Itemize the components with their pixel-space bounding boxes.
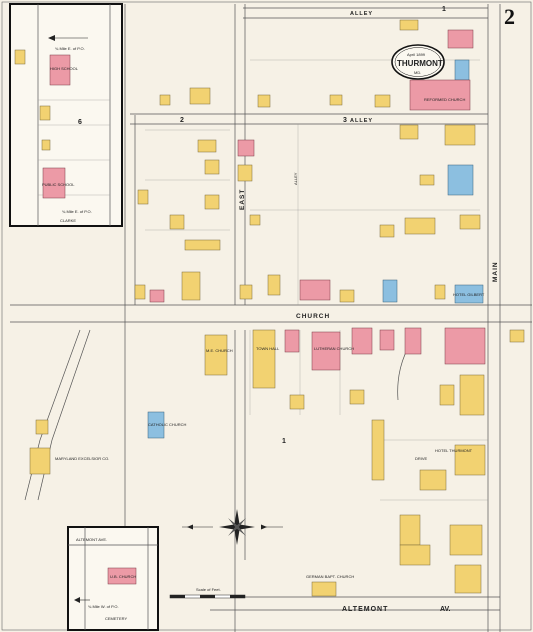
lutheran-church-label: LUTHERAN CHURCH [314,346,354,351]
inset-top-left: HIGH SCHOOL PUBLIC SCHOOL ¾ Mile E. of P… [9,3,123,227]
inset-top-distance: ¾ Mile E. of P.O. [55,46,85,51]
town-hall-building [252,329,276,389]
hotel-gilbert-label: HOTEL GILBERT [453,292,485,297]
ub-church-building [107,567,137,585]
block-number-1-lower: 1 [282,438,286,445]
block-number-2: 2 [180,117,184,124]
block-number-3: 3 [343,117,347,124]
german-baptist-building [311,581,337,597]
catholic-church-label: CATHOLIC CHURCH [148,422,186,427]
street-east: EAST [239,189,246,210]
buildings-layer [29,19,525,597]
scale-label: Scale of Feet. [196,587,221,592]
street-alley-top: ALLEY [350,11,373,17]
hotel-thurmont-label: HOTEL THURMONT [435,448,473,453]
hotel-thurmont-building [454,444,486,476]
street-main: MAIN [492,261,499,282]
block-number-6: 6 [78,119,82,126]
inset-bottom-distance: ¾ Mile W. of P.O. [88,604,119,609]
reformed-church-label: REFORMED CHURCH [424,97,465,102]
town-hall-label: TOWN HALL [256,346,280,351]
cartouche-date: April 1899 [407,52,426,57]
lutheran-church-building [311,331,341,371]
drive-label: DRIVE [415,456,428,461]
scale-bar [169,594,246,599]
cartouche-town: THURMONT [397,59,443,68]
catholic-church-building [147,411,165,439]
cartouche-state: MD. [414,70,421,75]
excelsior-building [29,447,51,475]
street-church: CHURCH [296,313,330,320]
compass-rose [182,509,283,545]
street-alley-mid: ALLEY [350,118,373,124]
town-cartouche [391,44,445,80]
ub-church-label: U.B. CHURCH [110,574,136,579]
public-school-label: PUBLIC SCHOOL [42,182,75,187]
cemetery-label: CEMETERY [105,616,127,621]
sheet-number: 2 [504,4,515,29]
me-church-label: M.E. CHURCH [206,348,233,353]
high-school-label: HIGH SCHOOL [50,66,79,71]
inset-mid-distance: ¾ Mile E. of P.O. [62,209,92,214]
street-altemont: ALTEMONT [342,606,388,613]
reformed-church-building [447,29,474,49]
german-baptist-label: GERMAN BAPT. CHURCH [306,574,354,579]
inset-bottom-left: ALTEMONT AVE. U.B. CHURCH ¾ Mile W. of P… [67,526,159,631]
inset-altemont-label: ALTEMONT AVE. [76,537,107,542]
inset-clarke-label: CLARKE [60,218,76,223]
street-altemont-suffix: AV. [440,606,451,613]
excelsior-label: MARYLAND EXCELSIOR CO. [55,456,109,461]
street-alley-vertical: ALLEY [293,172,298,185]
block-number-1: 1 [442,6,446,13]
hotel-gilbert-building [454,284,484,304]
me-church-building [204,334,228,376]
public-school-building [42,167,66,199]
high-school-building [49,54,71,86]
